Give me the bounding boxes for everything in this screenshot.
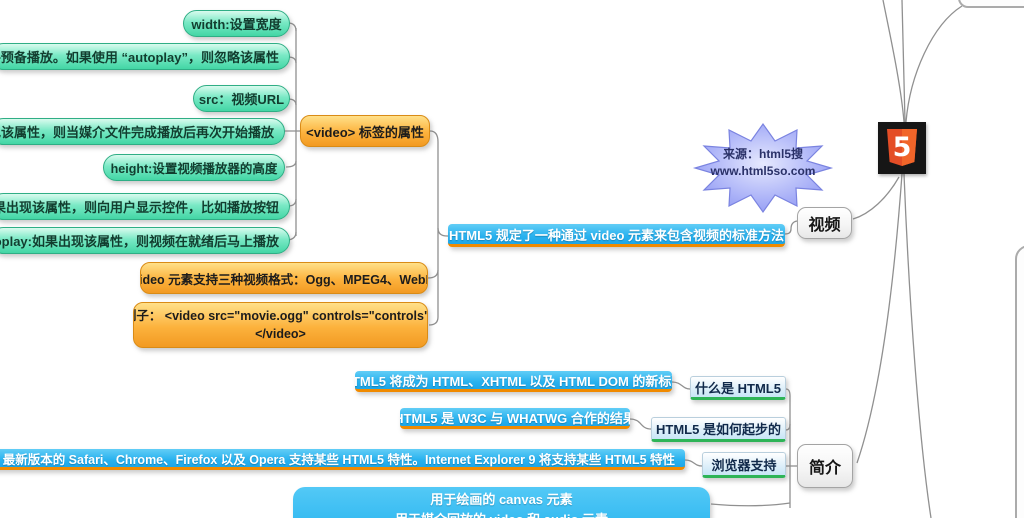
topic-intro[interactable]: 简介 (797, 444, 853, 488)
subtopic-what-is-html5[interactable]: 什么是 HTML5 (690, 376, 786, 400)
attr-node-controls[interactable]: 如果出现该属性，则向用户显示控件，比如播放按钮 (0, 193, 290, 220)
new-features-line2: 用于媒介回放的 video 和 audio 元素 (395, 510, 608, 518)
source-badge-line1: 来源：html5搜 (722, 147, 803, 161)
offscreen-node-right[interactable] (1015, 245, 1024, 518)
what-is-html5-description-node[interactable]: HTML5 将成为 HTML、XHTML 以及 HTML DOM 的新标准 (355, 371, 672, 392)
root-topic-html5-logo[interactable]: 5 (878, 122, 926, 174)
video-formats-node[interactable]: video 元素支持三种视频格式：Ogg、MPEG4、WebM (140, 262, 428, 294)
attr-node-height[interactable]: height:设置视频播放器的高度 (103, 154, 285, 181)
topic-video[interactable]: 视频 (797, 207, 852, 239)
source-badge-text: 来源：html5搜 www.html5so.com (688, 146, 838, 180)
how-html5-started-description-node[interactable]: HTML5 是 W3C 与 WHATWG 合作的结果 (400, 408, 630, 429)
video-description-node[interactable]: HTML5 规定了一种通过 video 元素来包含视频的标准方法 (448, 224, 785, 247)
subtopic-browser-support[interactable]: 浏览器支持 (702, 452, 786, 478)
attr-node-autoplay[interactable]: toplay:如果出现该属性，则视频在就绪后马上播放 (0, 227, 290, 254)
attr-node-src[interactable]: src：视频URL (193, 85, 290, 112)
source-badge-line2: www.html5so.com (710, 163, 816, 178)
new-features-node[interactable]: 用于绘画的 canvas 元素 用于媒介回放的 video 和 audio 元素 (293, 487, 710, 518)
svg-text:5: 5 (893, 132, 912, 163)
subtopic-how-html5-started[interactable]: HTML5 是如何起步的 (651, 417, 786, 442)
browser-support-description-node[interactable]: 最新版本的 Safari、Chrome、Firefox 以及 Opera 支持某… (0, 449, 685, 470)
video-example-node[interactable]: 例子： <video src="movie.ogg" controls="con… (133, 302, 428, 348)
new-features-line1: 用于绘画的 canvas 元素 (430, 491, 573, 507)
attr-node-preload[interactable]: 件预备播放。如果使用 “autoplay”，则忽略该属性 (0, 43, 290, 70)
video-attributes-title-node[interactable]: <video> 标签的属性 (300, 115, 430, 147)
starburst-icon (692, 122, 834, 214)
offscreen-node-top-right[interactable] (958, 0, 1024, 8)
attr-node-loop[interactable]: 出现该属性，则当媒介文件完成播放后再次开始播放 (0, 118, 285, 145)
attr-node-width[interactable]: width:设置宽度 (183, 10, 290, 37)
video-example-line2: </video> (255, 327, 306, 341)
html5-shield-icon: 5 (878, 122, 926, 174)
video-example-line1: 例子： <video src="movie.ogg" controls="con… (133, 308, 428, 323)
source-badge: 来源：html5搜 www.html5so.com (688, 116, 838, 220)
